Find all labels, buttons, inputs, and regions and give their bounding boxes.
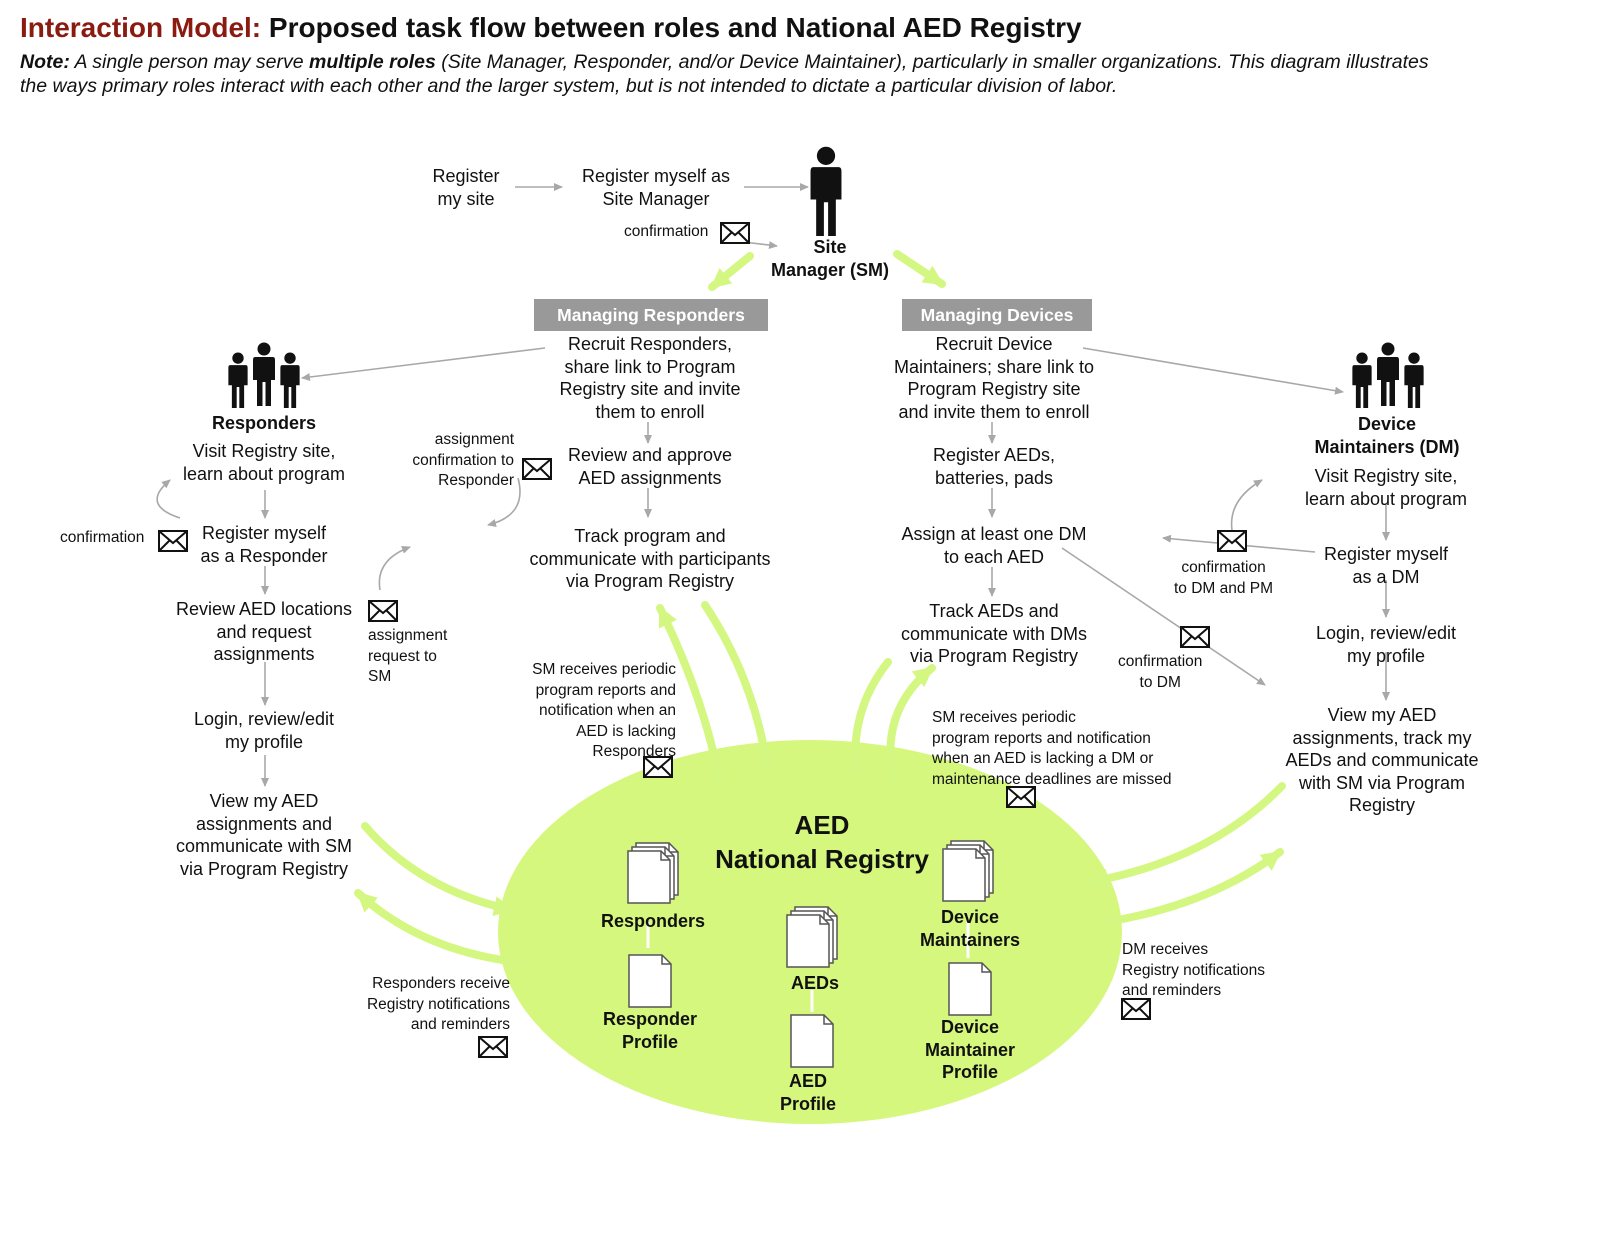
managing-devices-banner: Managing Devices [902,299,1092,331]
envelope-icon [1217,530,1247,552]
responder-visit-step: Visit Registry site,learn about program [182,441,346,484]
managing-responders-banner: Managing Responders [534,299,768,331]
responders-docs-icon [628,843,678,903]
device-maintainers-docs-icon [943,841,993,901]
aed-profile-doc-icon [790,1014,834,1068]
envelope-icon [478,1036,508,1058]
device-maintainers-icon [1352,342,1424,408]
title-lead: Interaction Model: [20,12,262,43]
registry-aeds-label: AEDs [790,973,840,993]
responders-label: Responders [211,413,317,433]
responder-confirmation-label: confirmation [60,529,145,546]
registry-responders-label: Responders [600,911,706,931]
note-bold: multiple roles [309,51,436,73]
aeds-docs-icon [787,907,837,967]
device-maintainer-profile-doc-icon [948,962,992,1016]
envelope-icon [368,600,398,622]
envelope-icon [1121,998,1151,1020]
envelope-icon [1180,626,1210,648]
page-title: Interaction Model: Proposed task flow be… [20,12,1082,44]
responder-profile-doc-icon [628,954,672,1008]
register-aeds-step: Register AEDs,batteries, pads [932,445,1056,488]
site-manager-icon [810,146,842,236]
envelope-icon [720,222,750,244]
responders-icon [228,342,300,408]
green-arrows [354,250,1286,966]
recruit-responders-step: Recruit Responders,share link to Program… [559,334,741,422]
note-text: A single person may serve [74,51,304,73]
gray-arrows [156,183,1390,787]
title-rest: Proposed task flow between roles and Nat… [268,12,1082,43]
dm-visit-step: Visit Registry site,learn about program [1304,466,1468,509]
envelope-icon [522,458,552,480]
page-note: Note: A single person may serve multiple… [20,50,1460,98]
note-rest: (Site Manager, Responder, and/or Device … [20,51,1429,97]
envelope-icon [1006,786,1036,808]
envelope-icon [158,530,188,552]
note-lead: Note: [20,51,70,73]
sm-confirmation-label: confirmation [624,223,709,240]
